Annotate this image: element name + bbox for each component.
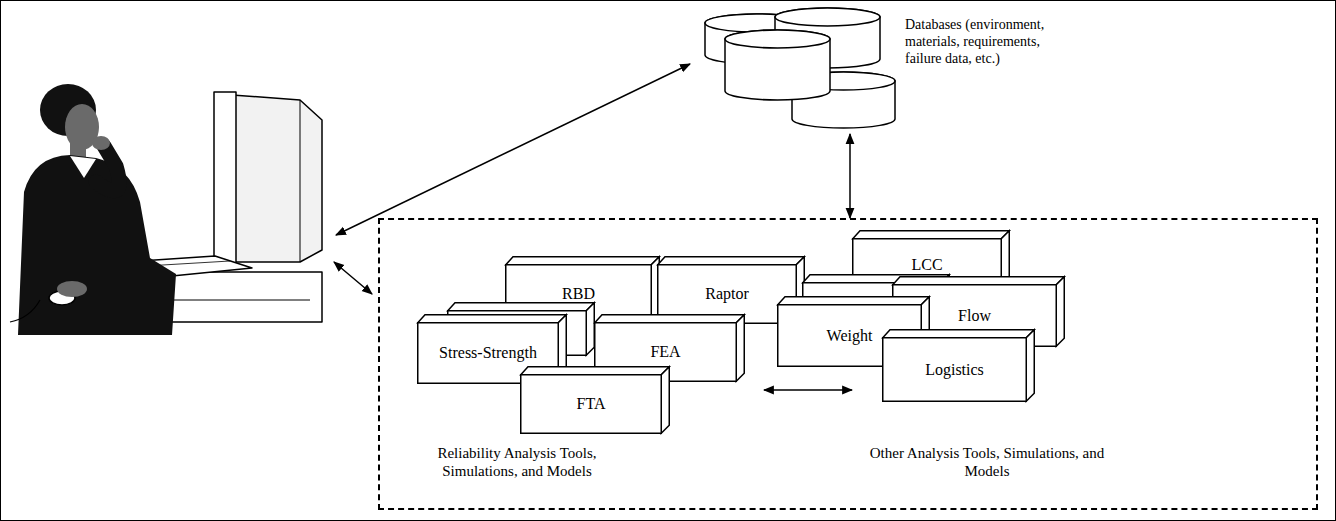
box-label: RBD — [562, 285, 595, 303]
tool-box: Logistics — [882, 337, 1027, 402]
group-caption: Reliability Analysis Tools, Simulations,… — [407, 444, 627, 480]
box-label: Raptor — [705, 285, 749, 303]
database-label: Databases (environment, materials, requi… — [905, 16, 1057, 67]
box-label: FEA — [650, 343, 680, 361]
box-label: LCC — [911, 256, 942, 274]
box-label: Stress-Strength — [439, 344, 537, 362]
person-database-arrow — [336, 64, 690, 235]
box-label: FTA — [577, 395, 606, 413]
tool-box: FTA — [520, 374, 662, 434]
person-tools-arrow — [334, 262, 372, 294]
box-label: Logistics — [925, 361, 984, 379]
database-group: Databases (environment, materials, requi… — [660, 6, 1060, 134]
double-arrow — [764, 389, 852, 391]
dashed-enclosure: Reliability Analysis Tools, Simulations,… — [378, 218, 1318, 510]
database-cylinders — [705, 8, 895, 128]
tool-group: Reliability Analysis Tools, Simulations,… — [397, 234, 764, 504]
person-at-computer — [10, 84, 322, 335]
group-caption: Other Analysis Tools, Simulations, and M… — [857, 444, 1117, 480]
box-label: Weight — [827, 327, 873, 345]
tool-group: Other Analysis Tools, Simulations, and M… — [852, 234, 1312, 504]
double-arrow — [849, 134, 851, 218]
box-label: Flow — [958, 307, 991, 325]
